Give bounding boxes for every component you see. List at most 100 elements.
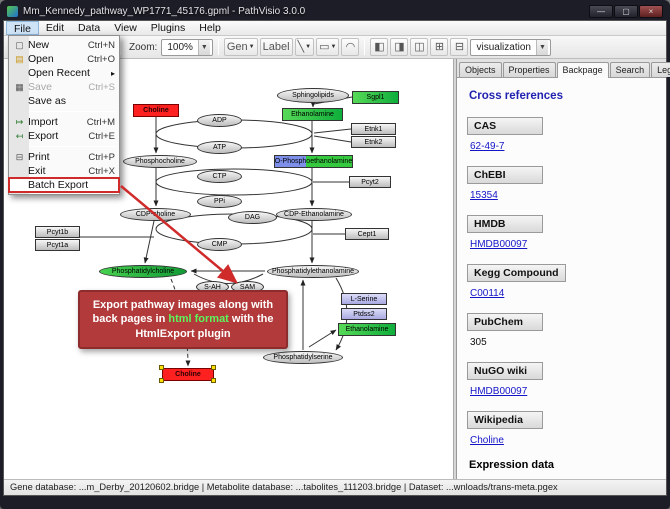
new-icon: ▢ <box>15 39 24 50</box>
tab-search[interactable]: Search <box>609 62 651 78</box>
pathway-node-pcyt2[interactable]: Pcyt2 <box>349 176 391 189</box>
pathway-node-cmp[interactable]: CMP <box>197 238 242 252</box>
zoom-value: 100% <box>167 41 193 53</box>
pathway-node-dag[interactable]: DAG <box>228 211 277 225</box>
import-icon: ↦ <box>15 116 24 127</box>
selection-handle[interactable] <box>159 378 164 384</box>
pathway-node-etnk1[interactable]: Etnk1 <box>351 123 396 136</box>
align-center-button[interactable]: ◫ <box>410 38 429 57</box>
chevron-down-icon[interactable]: ▼ <box>197 39 210 55</box>
file-menu-item-batch-export[interactable]: Batch Export <box>8 177 120 193</box>
menu-view[interactable]: View <box>114 22 137 34</box>
tab-backpage[interactable]: Backpage <box>556 62 609 79</box>
pathway-node-phosphatidylcholine[interactable]: Phosphatidylcholine <box>99 265 187 279</box>
backpage-link[interactable]: 62-49-7 <box>470 141 505 153</box>
menu-separator <box>29 146 117 147</box>
menu-item-label: New <box>28 39 50 51</box>
menu-item-label: Save <box>28 81 52 93</box>
align-left-button[interactable]: ◧ <box>370 38 389 57</box>
pathway-node-choline[interactable]: Choline <box>162 368 214 382</box>
chevron-down-icon[interactable]: ▼ <box>535 39 548 55</box>
backpage-link[interactable]: HMDB00097 <box>470 386 528 398</box>
visualization-combobox[interactable]: visualization ▼ <box>470 38 551 56</box>
line-tool-button[interactable]: ╲▼ <box>294 38 315 57</box>
backpage-link[interactable]: Choline <box>470 435 504 447</box>
pathway-node-l-serine[interactable]: L-Serine <box>341 293 387 306</box>
menubar: File Edit Data View Plugins Help <box>4 21 666 36</box>
menu-shortcut: Ctrl+P <box>88 151 115 163</box>
pathway-node-sphingolipids[interactable]: Sphingolipids <box>277 88 349 104</box>
chevron-down-icon: ▼ <box>305 44 312 51</box>
menu-item-label: Import <box>28 116 58 128</box>
pathway-node-ppi[interactable]: PPi <box>197 195 242 209</box>
open-icon: ▤ <box>15 53 24 64</box>
label-tool-button[interactable]: Label <box>259 38 293 57</box>
menu-item-label: Save as <box>28 95 66 107</box>
backpage-section-header: PubChem <box>467 313 543 332</box>
pathway-node-cdp-choline[interactable]: CDP-choline <box>120 208 191 222</box>
tab-legend[interactable]: Legend <box>651 62 670 78</box>
selection-handle[interactable] <box>211 365 216 371</box>
pathway-node-cept1[interactable]: Cept1 <box>345 228 389 241</box>
menu-item-label: Print <box>28 151 50 163</box>
visualization-value: visualization <box>476 41 531 53</box>
pathway-node-choline[interactable]: Choline <box>133 104 179 118</box>
backpage-link[interactable]: 15354 <box>470 190 498 202</box>
pathway-node-sgpl1[interactable]: Sgpl1 <box>352 91 399 105</box>
pathway-node-phosphocholine[interactable]: Phosphocholine <box>123 155 197 169</box>
pathway-node-ethanolamine[interactable]: Ethanolamine <box>338 323 396 337</box>
pathway-node-ptdss2[interactable]: Ptdss2 <box>341 308 387 321</box>
menu-file[interactable]: File <box>6 21 39 35</box>
selection-handle[interactable] <box>211 378 216 384</box>
selection-handle[interactable] <box>159 365 164 371</box>
menu-plugins[interactable]: Plugins <box>150 22 186 34</box>
distribute-horizontal-button[interactable]: ⊞ <box>430 38 449 57</box>
minimize-button[interactable]: — <box>589 4 613 18</box>
toolbar-separator <box>120 39 121 56</box>
panel-splitter[interactable] <box>453 59 456 480</box>
chevron-down-icon: ▼ <box>248 44 255 51</box>
pathway-node-phosphatidylethanolamine[interactable]: Phosphatidylethanolamine <box>267 265 359 279</box>
tab-objects[interactable]: Objects <box>459 62 502 78</box>
shape-tool-button[interactable]: ▭▼ <box>316 38 340 57</box>
menu-edit[interactable]: Edit <box>45 22 65 34</box>
line-tool-icon: ╲ <box>297 41 305 54</box>
pathway-node-atp[interactable]: ATP <box>197 141 242 155</box>
status-bar: Gene database: ...m_Derby_20120602.bridg… <box>4 479 666 495</box>
maximize-button[interactable]: ▢ <box>614 4 638 18</box>
pathway-node-cdp-ethanolamine[interactable]: CDP-Ethanolamine <box>276 208 352 222</box>
title-bar[interactable]: Mm_Kennedy_pathway_WP1771_45176.gpml - P… <box>3 2 667 20</box>
file-menu-item-open-recent[interactable]: Open Recent▸ <box>9 66 119 80</box>
pathway-node-ethanolamine[interactable]: Ethanolamine <box>282 108 343 122</box>
file-menu-item-save-as[interactable]: Save as <box>9 94 119 108</box>
pathway-node-etnk2[interactable]: Etnk2 <box>351 136 396 149</box>
pathway-node-ctp[interactable]: CTP <box>197 170 242 184</box>
zoom-combobox[interactable]: 100% ▼ <box>161 38 213 56</box>
pathway-node-adp[interactable]: ADP <box>197 114 242 128</box>
pathway-node-pcyt1b[interactable]: Pcyt1b <box>35 226 80 239</box>
close-button[interactable]: × <box>639 4 663 18</box>
pathway-node-o-phosphoethanolamine[interactable]: O-Phosphoethanolamine <box>274 155 353 169</box>
tab-properties[interactable]: Properties <box>502 62 556 78</box>
distribute-vertical-button[interactable]: ⊟ <box>450 38 469 57</box>
menu-help[interactable]: Help <box>199 22 221 34</box>
pathway-node-phosphatidylserine[interactable]: Phosphatidylserine <box>263 351 343 365</box>
backpage-link[interactable]: HMDB00097 <box>470 239 528 251</box>
toolbar-tools: Gen▼Label╲▼▭▼◠◧◨◫⊞⊟ <box>223 38 469 57</box>
arc-tool-button[interactable]: ◠ <box>341 38 360 57</box>
backpage-link[interactable]: C00114 <box>470 288 505 300</box>
menu-data[interactable]: Data <box>78 22 101 34</box>
toolbar-separator <box>364 39 366 56</box>
pathway-node-pcyt1a[interactable]: Pcyt1a <box>35 239 80 252</box>
datanode-tool-button[interactable]: Gen▼ <box>223 38 258 57</box>
align-right-button[interactable]: ◨ <box>390 38 409 57</box>
